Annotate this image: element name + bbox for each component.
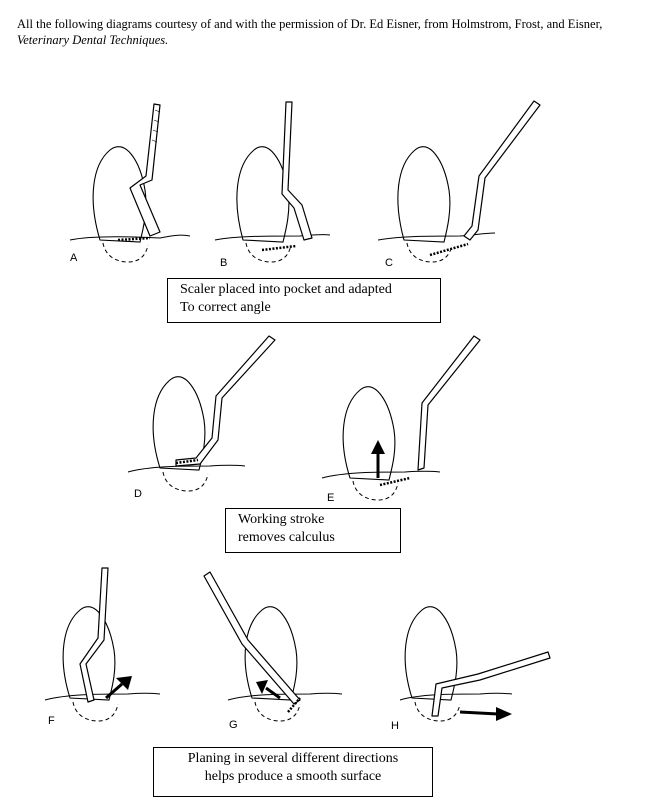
diagram-c: C	[377, 100, 541, 269]
caption-line: Planing in several different directions	[187, 751, 399, 766]
header-book-title: Veterinary Dental Techniques.	[17, 33, 169, 47]
caption-planing: Planing in several different directions …	[153, 747, 433, 797]
panel-label-d: D	[134, 488, 142, 500]
diagram-h: H	[391, 606, 551, 732]
panel-label-c: C	[385, 257, 393, 269]
panel-label-b: B	[220, 257, 227, 269]
diagram-a: A	[69, 103, 191, 264]
panel-label-f: F	[48, 715, 55, 727]
diagram-d: D	[127, 335, 276, 500]
caption-line: removes calculus	[238, 530, 335, 545]
caption-scaler-placement: Scaler placed into pocket and adapted To…	[167, 278, 441, 323]
caption-line: helps produce a smooth surface	[204, 769, 382, 784]
diagram-b: B	[214, 101, 331, 269]
panel-label-h: H	[391, 720, 399, 732]
page-header: All the following diagrams courtesy of a…	[17, 16, 649, 48]
panel-label-e: E	[327, 492, 334, 504]
diagram-g: G	[203, 571, 343, 731]
caption-line: To correct angle	[180, 300, 271, 315]
diagram-f: F	[44, 567, 161, 727]
panel-label-g: G	[229, 719, 238, 731]
diagram-e: E	[321, 335, 481, 504]
panel-label-a: A	[70, 252, 78, 264]
caption-working-stroke: Working stroke removes calculus	[225, 508, 401, 553]
caption-line: Working stroke	[238, 512, 325, 527]
header-credit-text: All the following diagrams courtesy of a…	[17, 17, 603, 31]
caption-line: Scaler placed into pocket and adapted	[180, 282, 392, 297]
